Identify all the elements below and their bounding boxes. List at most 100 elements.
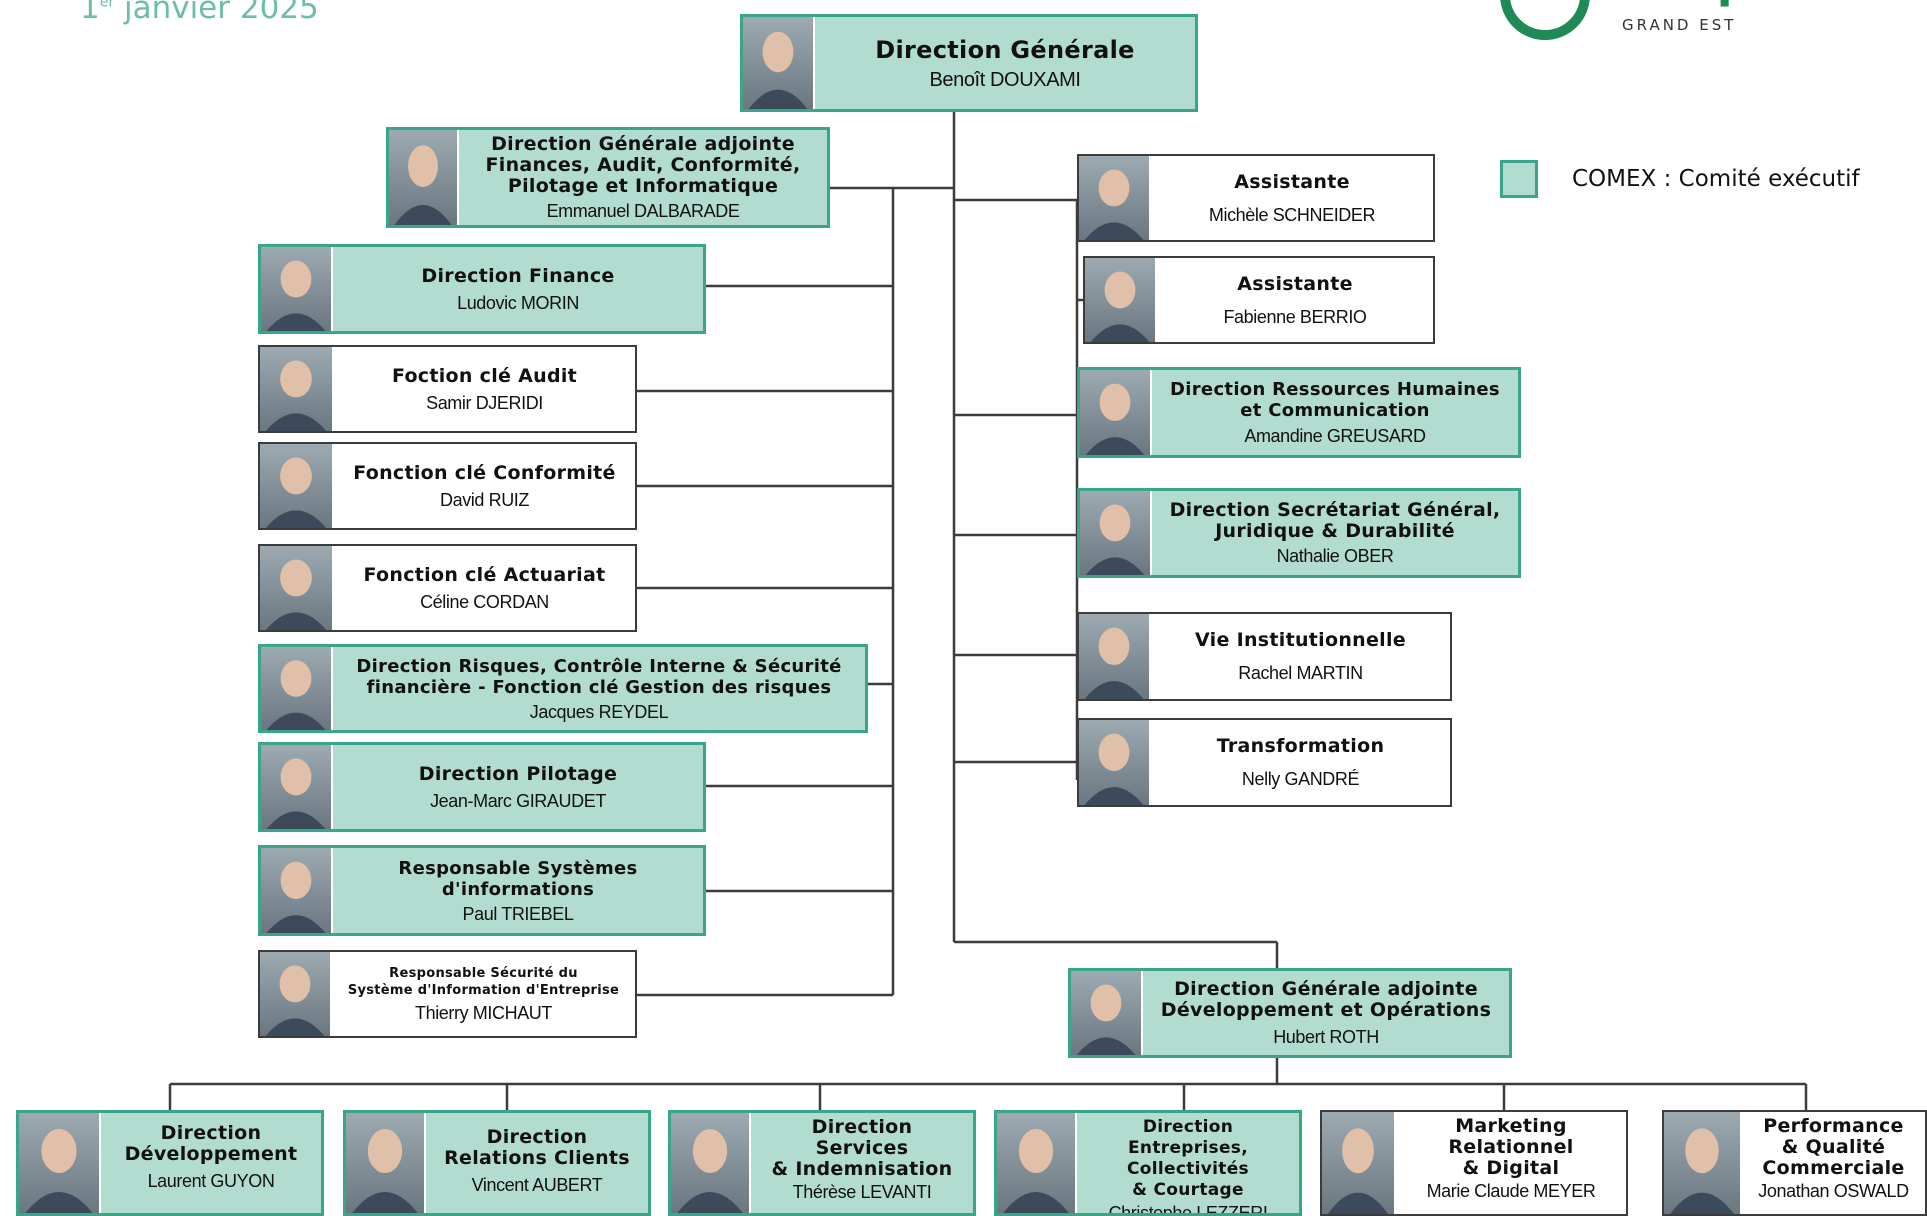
box-title: Transformation: [1216, 735, 1385, 757]
box-title: Direction Développement: [124, 1122, 298, 1165]
box-title: Foction clé Audit: [391, 364, 578, 387]
person-avatar-icon: [677, 1129, 743, 1213]
org-box-assistante-2: Assistante Fabienne BERRIO: [1083, 256, 1435, 344]
person-avatar-icon: [1085, 504, 1145, 575]
box-person-name: Fabienne BERRIO: [1223, 306, 1367, 327]
box-title: Direction Finance: [421, 264, 615, 287]
person-photo: [261, 745, 333, 829]
person-avatar-icon: [748, 31, 808, 109]
org-box-fonction-conformite: Fonction clé Conformité David RUIZ: [258, 442, 637, 530]
person-avatar-icon: [394, 145, 452, 225]
person-photo: [260, 952, 332, 1036]
person-avatar-icon: [1327, 1128, 1389, 1214]
person-photo: [260, 347, 334, 431]
org-box-vie-institutionnelle: Vie Institutionnelle Rachel MARTIN: [1077, 612, 1452, 701]
org-box-transformation: Transformation Nelly GANDRÉ: [1077, 718, 1452, 807]
person-photo: [997, 1113, 1077, 1213]
org-box-direction-rh: Direction Ressources Humaines et Communi…: [1077, 367, 1521, 458]
org-box-performance-qualite: Performance & Qualité Commerciale Jonath…: [1662, 1110, 1927, 1216]
box-person-name: Michèle SCHNEIDER: [1208, 204, 1376, 225]
box-person-name: Thierry MICHAUT: [415, 1003, 552, 1023]
person-photo: [1664, 1112, 1742, 1214]
org-box-direction-pilotage: Direction Pilotage Jean-Marc GIRAUDET: [258, 742, 706, 832]
box-person-name: Ludovic MORIN: [457, 292, 579, 313]
org-box-responsable-si: Responsable Systèmes d'informations Paul…: [258, 845, 706, 936]
box-person-name: Rachel MARTIN: [1238, 663, 1363, 683]
org-box-direction-finance: Direction Finance Ludovic MORIN: [258, 244, 706, 334]
person-photo: [261, 247, 333, 331]
org-box-direction-generale: Direction Générale Benoît DOUXAMI: [740, 14, 1198, 112]
box-title: Fonction clé Actuariat: [363, 563, 606, 586]
person-avatar-icon: [1085, 383, 1145, 455]
brand-region: GRAND EST: [1622, 16, 1737, 34]
logo-ring-icon: [1500, 0, 1590, 40]
person-photo: [1322, 1112, 1396, 1214]
box-title: Direction Générale adjointe Développemen…: [1160, 978, 1492, 1021]
box-person-name: Christophe LEZZERI: [1108, 1203, 1268, 1213]
box-title: Assistante: [1234, 170, 1350, 193]
box-person-name: Céline CORDAN: [420, 591, 549, 612]
person-avatar-icon: [1670, 1128, 1734, 1214]
person-avatar-icon: [1084, 169, 1144, 240]
box-title: Vie Institutionnelle: [1195, 629, 1406, 651]
box-person-name: Jonathan OSWALD: [1758, 1181, 1909, 1201]
person-avatar-icon: [266, 260, 326, 331]
person-avatar-icon: [25, 1129, 93, 1213]
person-photo: [1080, 370, 1152, 455]
box-title: Direction Risques, Contrôle Interne & Sé…: [356, 655, 842, 698]
box-title: Responsable Sécurité du Système d'Inform…: [347, 966, 620, 998]
legend: COMEX : Comité exécutif: [1500, 160, 1860, 198]
box-person-name: Marie Claude MEYER: [1426, 1181, 1596, 1201]
org-box-fonction-actuariat: Fonction clé Actuariat Céline CORDAN: [258, 544, 637, 632]
org-box-dga-developpement: Direction Générale adjointe Développemen…: [1068, 968, 1512, 1058]
brand-name: Groupama: [1592, 0, 1860, 8]
person-avatar-icon: [265, 360, 327, 431]
person-avatar-icon: [265, 559, 327, 630]
box-title: Responsable Systèmes d'informations: [398, 857, 638, 900]
person-photo: [260, 546, 334, 630]
box-person-name: Thérèse LEVANTI: [792, 1182, 932, 1202]
org-box-direction-risques: Direction Risques, Contrôle Interne & Sé…: [258, 644, 868, 733]
box-person-name: Hubert ROTH: [1273, 1027, 1379, 1047]
person-photo: [261, 848, 333, 933]
person-avatar-icon: [266, 758, 326, 829]
person-avatar-icon: [265, 965, 325, 1036]
legend-label: COMEX : Comité exécutif: [1572, 166, 1860, 192]
person-photo: [1080, 491, 1152, 575]
box-person-name: Jacques REYDEL: [529, 701, 669, 722]
box-person-name: Benoît DOUXAMI: [929, 69, 1081, 91]
box-title: Direction Services & Indemnisation: [771, 1116, 953, 1180]
org-box-direction-services: Direction Services & Indemnisation Thérè…: [668, 1110, 976, 1216]
person-avatar-icon: [266, 861, 326, 933]
person-photo: [389, 130, 459, 225]
person-photo: [1079, 614, 1151, 699]
legend-swatch: [1500, 160, 1538, 198]
org-box-fonction-audit: Foction clé Audit Samir DJERIDI: [258, 345, 637, 433]
box-title: Marketing Relationnel & Digital: [1448, 1115, 1574, 1179]
box-person-name: David RUIZ: [439, 489, 529, 510]
person-avatar-icon: [1076, 984, 1136, 1055]
box-title: Direction Relations Clients: [444, 1126, 630, 1169]
person-photo: [671, 1113, 751, 1213]
person-avatar-icon: [266, 660, 326, 730]
box-person-name: Amandine GREUSARD: [1244, 426, 1426, 446]
person-photo: [261, 647, 333, 730]
groupama-logo: Groupama GRAND EST: [1490, 0, 1927, 40]
box-title: Direction Générale adjointe Finances, Au…: [485, 133, 801, 197]
org-box-responsable-ssi: Responsable Sécurité du Système d'Inform…: [258, 950, 637, 1038]
box-title: Fonction clé Conformité: [353, 461, 616, 484]
box-title: Direction Pilotage: [418, 762, 618, 785]
box-person-name: Samir DJERIDI: [426, 392, 543, 413]
box-title: Direction Entreprises, Collectivités & C…: [1127, 1117, 1249, 1200]
org-chart-date: 1er janvier 2025: [80, 0, 319, 26]
person-photo: [1071, 971, 1143, 1055]
org-box-assistante-1: Assistante Michèle SCHNEIDER: [1077, 154, 1435, 242]
box-person-name: Vincent AUBERT: [471, 1175, 603, 1195]
org-box-direction-secretariat: Direction Secrétariat Général, Juridique…: [1077, 488, 1521, 578]
box-person-name: Laurent GUYON: [147, 1171, 275, 1191]
person-photo: [743, 17, 815, 109]
box-person-name: Nelly GANDRÉ: [1241, 769, 1360, 789]
box-person-name: Paul TRIEBEL: [462, 903, 574, 924]
box-person-name: Emmanuel DALBARADE: [546, 201, 740, 221]
org-box-direction-entreprises: Direction Entreprises, Collectivités & C…: [994, 1110, 1302, 1216]
